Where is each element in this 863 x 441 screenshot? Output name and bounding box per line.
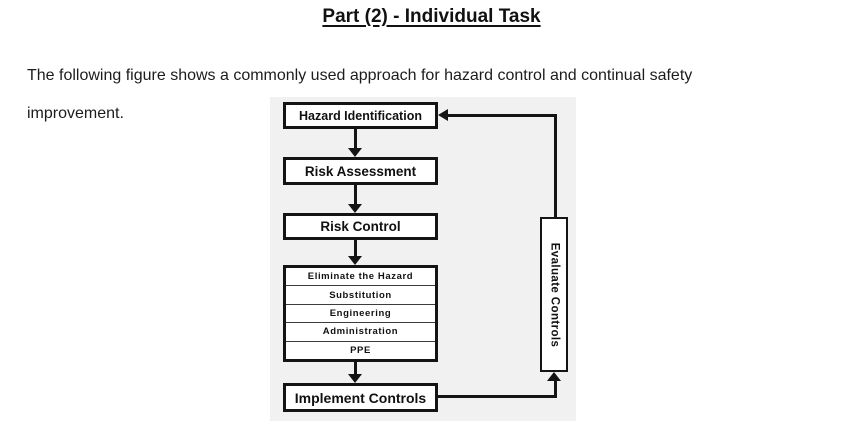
hierarchy-row-engineering: Engineering <box>286 305 435 324</box>
down-arrow-icon-1 <box>348 148 362 157</box>
down-arrow-icon-3 <box>348 256 362 265</box>
intro-text: The following figure shows a commonly us… <box>27 57 692 133</box>
feedback-arrow-left-icon <box>438 109 448 121</box>
feedback-line-bottom <box>438 395 557 398</box>
hazard-identification-label: Hazard Identification <box>299 108 422 123</box>
hazard-identification-box: Hazard Identification <box>283 102 438 129</box>
hazard-control-figure: Hazard Identification Risk Assessment Ri… <box>270 97 576 421</box>
hierarchy-row-administration: Administration <box>286 323 435 342</box>
risk-control-box: Risk Control <box>283 213 438 240</box>
feedback-line-right-lower <box>554 380 557 398</box>
intro-line-2: improvement. <box>27 105 124 122</box>
implement-controls-box: Implement Controls <box>283 383 438 412</box>
evaluate-controls-label: Evaluate Controls <box>548 242 561 347</box>
down-arrow-icon-4 <box>348 374 362 383</box>
down-arrow-icon-2 <box>348 204 362 213</box>
feedback-arrow-up-icon <box>547 372 561 381</box>
implement-controls-label: Implement Controls <box>294 389 427 406</box>
down-arrow-line-4 <box>354 362 357 375</box>
risk-assessment-label: Risk Assessment <box>304 163 417 179</box>
page-title: Part (2) - Individual Task <box>322 6 541 27</box>
down-arrow-line-2 <box>354 185 357 205</box>
evaluate-controls-box: Evaluate Controls <box>540 217 568 372</box>
hierarchy-row-substitution: Substitution <box>286 286 435 305</box>
hierarchy-of-controls-box: Eliminate the Hazard Substitution Engine… <box>283 265 438 362</box>
risk-control-label: Risk Control <box>320 219 401 234</box>
down-arrow-line-3 <box>354 240 357 257</box>
risk-assessment-box: Risk Assessment <box>283 157 438 185</box>
hierarchy-row-ppe: PPE <box>350 344 371 356</box>
hierarchy-row-eliminate-the-hazard: Eliminate the Hazard <box>286 268 435 287</box>
down-arrow-line-1 <box>354 129 357 149</box>
feedback-line-top <box>447 114 557 117</box>
feedback-line-right-upper <box>554 114 557 217</box>
intro-line-1: The following figure shows a commonly us… <box>27 67 693 84</box>
